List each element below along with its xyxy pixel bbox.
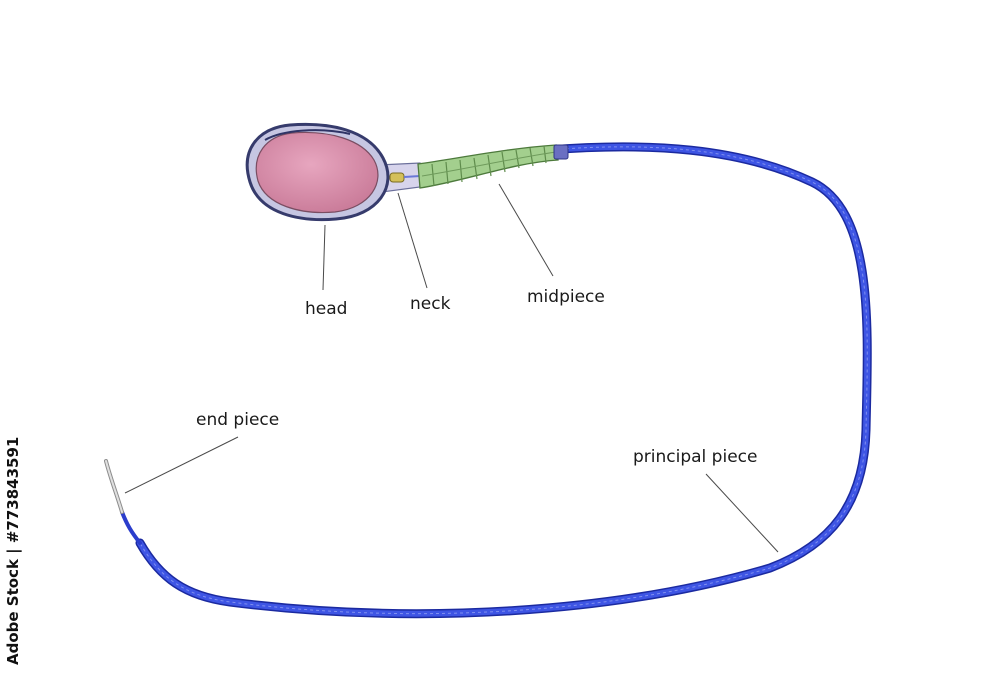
midpiece-segment: [417, 144, 569, 189]
stock-id-text: Adobe Stock | #773843591: [4, 436, 22, 665]
midpiece-leader-line: [498, 183, 554, 277]
end-piece-label: end piece: [196, 410, 279, 430]
principal-piece-label: principal piece: [633, 447, 757, 467]
neck-label: neck: [410, 294, 451, 314]
midpiece-label: midpiece: [527, 287, 605, 307]
end-piece-leader-line: [124, 436, 239, 494]
principal-piece-tail: [120, 142, 872, 619]
head-label: head: [305, 299, 347, 319]
head-leader-line: [322, 224, 326, 291]
head-segment: [245, 122, 390, 222]
neck-leader-line: [397, 192, 428, 289]
end-piece-segment: [104, 459, 124, 514]
principal-piece-leader-line: [705, 473, 779, 553]
